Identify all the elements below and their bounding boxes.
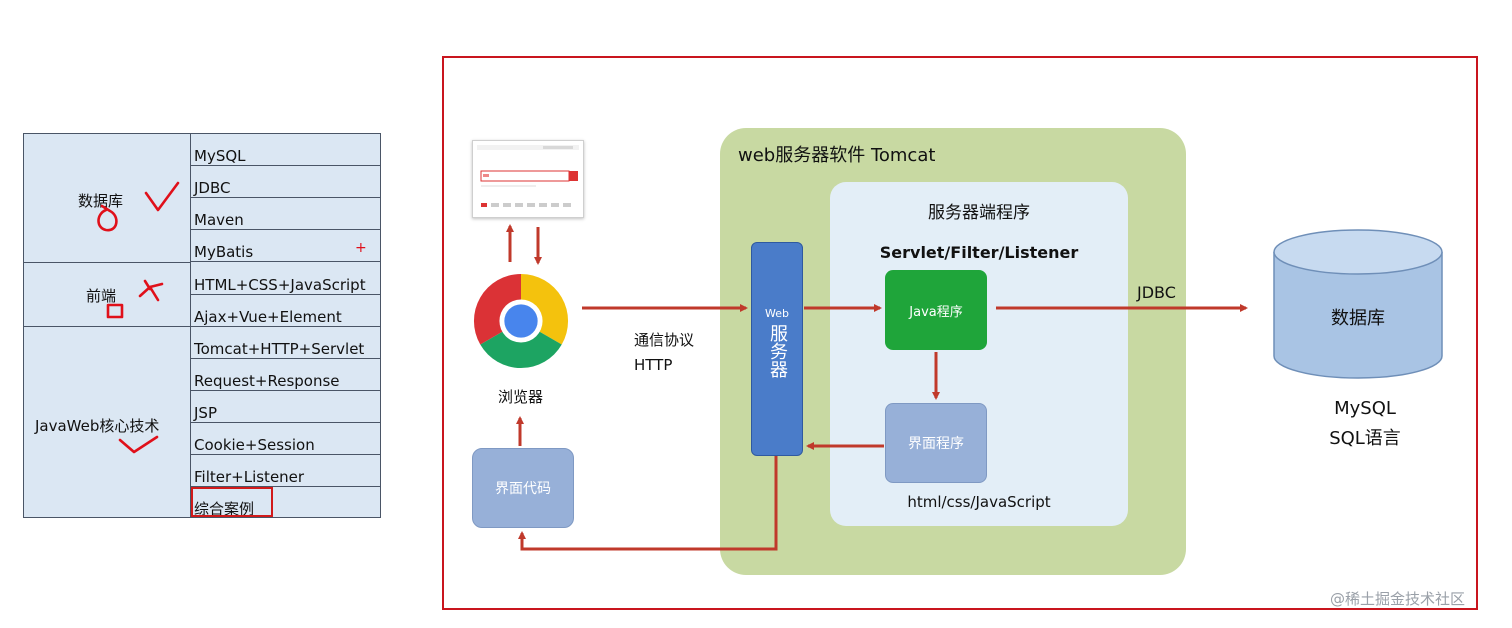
database-cylinder-icon xyxy=(1273,229,1443,379)
topic-row: JDBC xyxy=(191,166,381,198)
highlight-box xyxy=(191,487,273,517)
checkmark-icon xyxy=(118,435,159,454)
topic-row: Ajax+Vue+Element xyxy=(191,295,381,327)
topic-row: Tomcat+HTTP+Servlet xyxy=(191,327,381,359)
protocol-label: 通信协议 HTTP xyxy=(634,328,694,378)
watermark: @稀土掘金技术社区 xyxy=(1330,590,1466,608)
topic-label: MyBatis xyxy=(194,243,254,261)
circle-mark-icon xyxy=(97,204,118,232)
webpage-thumbnail xyxy=(472,140,584,218)
web-server-software-title: web服务器软件 Tomcat xyxy=(738,145,936,166)
database-caption: MySQL SQL语言 xyxy=(1310,394,1420,454)
topic-row: Filter+Listener xyxy=(191,455,381,487)
category-label: 前端 xyxy=(86,287,117,305)
topic-row: MyBatis + xyxy=(191,230,381,262)
protocol-line2: HTTP xyxy=(634,356,673,374)
category-label: 数据库 xyxy=(78,192,124,210)
square-mark-icon xyxy=(106,303,124,319)
ui-code-box: 界面代码 xyxy=(472,448,574,528)
protocol-line1: 通信协议 xyxy=(634,331,695,349)
category-cell-javaweb: JavaWeb核心技术 xyxy=(24,327,190,518)
x-mark-icon xyxy=(138,279,164,302)
webpage-thumbnail-graphic xyxy=(477,145,579,207)
database-label: 数据库 xyxy=(1331,308,1385,329)
java-program-box: Java程序 xyxy=(885,270,987,350)
topic-row: JSP xyxy=(191,391,381,423)
topic-row: Maven xyxy=(191,198,381,230)
db-caption-line1: MySQL xyxy=(1334,398,1396,419)
category-cell-database: 数据库 xyxy=(24,134,190,263)
ui-program-label: 界面程序 xyxy=(908,436,964,452)
browser-label: 浏览器 xyxy=(498,388,544,406)
frontend-tech-label: html/css/JavaScript xyxy=(907,493,1051,511)
web-server-box: Web 服务器 xyxy=(751,242,803,456)
ui-code-label: 界面代码 xyxy=(495,481,551,497)
topic-row: Cookie+Session xyxy=(191,423,381,455)
plus-mark: + xyxy=(355,240,367,256)
db-caption-line2: SQL语言 xyxy=(1329,428,1401,449)
handwritten-marks xyxy=(97,181,180,454)
topic-row: HTML+CSS+JavaScript xyxy=(191,263,381,295)
category-cell-frontend: 前端 xyxy=(24,263,190,327)
table-divider xyxy=(190,134,191,517)
web-server-label: 服务器 xyxy=(767,324,788,378)
checkmark-icon xyxy=(144,181,180,212)
java-program-label: Java程序 xyxy=(909,304,963,320)
servlet-components-label: Servlet/Filter/Listener xyxy=(879,243,1079,262)
chrome-logo-icon xyxy=(473,273,569,369)
topic-row: MySQL xyxy=(191,134,381,166)
topic-row: Request+Response xyxy=(191,359,381,391)
architecture-frame xyxy=(442,56,1478,610)
curriculum-table: 数据库 前端 JavaWeb核心技术 MySQL JDBC Maven MyBa… xyxy=(23,133,381,518)
ui-program-box: 界面程序 xyxy=(885,403,987,483)
web-server-small-label: Web xyxy=(765,307,789,320)
topic-row: 综合案例 xyxy=(194,500,255,518)
jdbc-label: JDBC xyxy=(1137,283,1176,302)
category-label: JavaWeb核心技术 xyxy=(35,417,160,435)
server-program-title: 服务器端程序 xyxy=(928,203,1030,223)
